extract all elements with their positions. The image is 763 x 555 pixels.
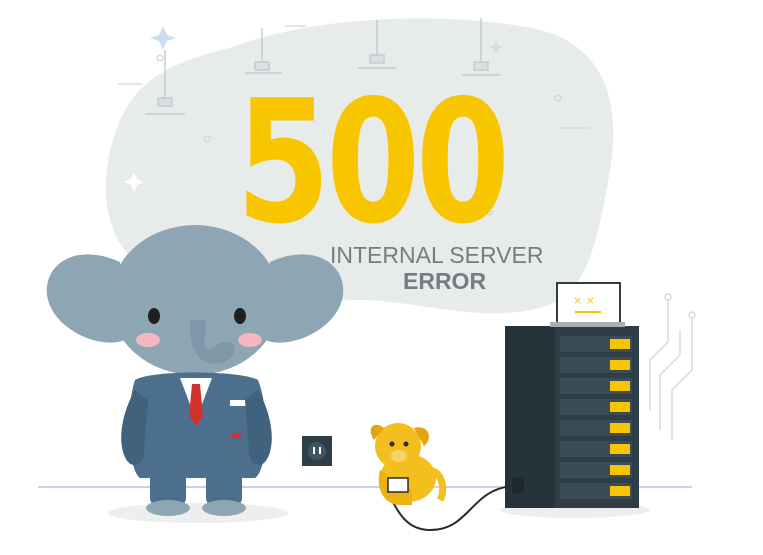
error-code: 500 xyxy=(236,64,510,262)
power-cable xyxy=(384,485,513,532)
svg-text:× ×: × × xyxy=(573,294,595,307)
wall-socket-icon xyxy=(302,436,332,466)
sparkle-icon xyxy=(124,26,503,192)
elephant-shadow xyxy=(108,503,288,523)
laptop-error-icon: × × xyxy=(550,282,625,327)
elephant-character xyxy=(46,225,344,516)
server-rack xyxy=(505,326,639,508)
error-title-line2: ERROR xyxy=(403,268,487,294)
ceiling-lamp-icon xyxy=(145,18,500,115)
error-title-line1: INTERNAL SERVER xyxy=(330,242,544,268)
circuit-lines xyxy=(649,293,696,440)
dog-character xyxy=(370,423,447,505)
decor-dots xyxy=(118,25,590,216)
